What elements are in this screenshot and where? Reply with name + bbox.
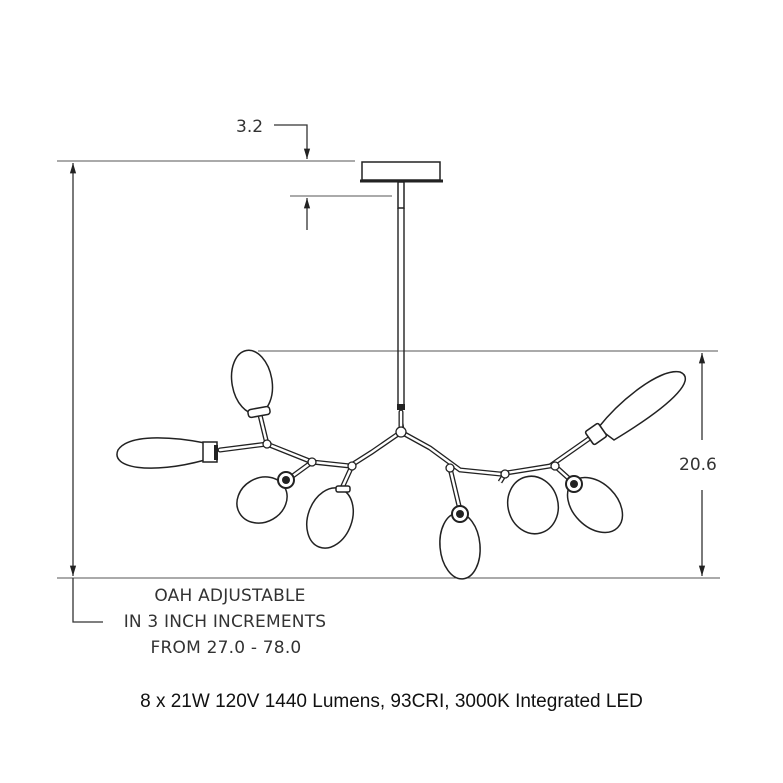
glass-pendant-2 — [116, 437, 218, 469]
glass-pendant-8 — [584, 371, 686, 446]
canopy — [360, 161, 443, 209]
canopy-height-label: 3.2 — [236, 117, 263, 137]
glass-pendant-3 — [236, 471, 295, 524]
canopy-dimension: 3.2 — [236, 117, 392, 230]
note-line-3: FROM 27.0 - 78.0 — [151, 638, 302, 658]
fixture-height-dimension: 20.6 — [258, 350, 732, 576]
glass-pendant-4 — [306, 485, 354, 549]
oah-note: OAH ADJUSTABLE IN 3 INCH INCREMENTS FROM… — [124, 586, 327, 658]
note-line-2: IN 3 INCH INCREMENTS — [124, 612, 327, 632]
oah-dimension — [57, 160, 720, 623]
glass-pendant-5 — [439, 505, 481, 580]
spec-caption: 8 x 21W 120V 1440 Lumens, 93CRI, 3000K I… — [140, 691, 643, 712]
glass-pendant-7 — [565, 475, 624, 534]
note-line-1: OAH ADJUSTABLE — [154, 586, 305, 606]
glass-pendant-6 — [506, 475, 560, 535]
branch-arms — [217, 409, 593, 511]
stem — [397, 208, 405, 410]
fixture-height-label: 20.6 — [679, 455, 717, 475]
glass-pendant-1 — [230, 349, 274, 419]
